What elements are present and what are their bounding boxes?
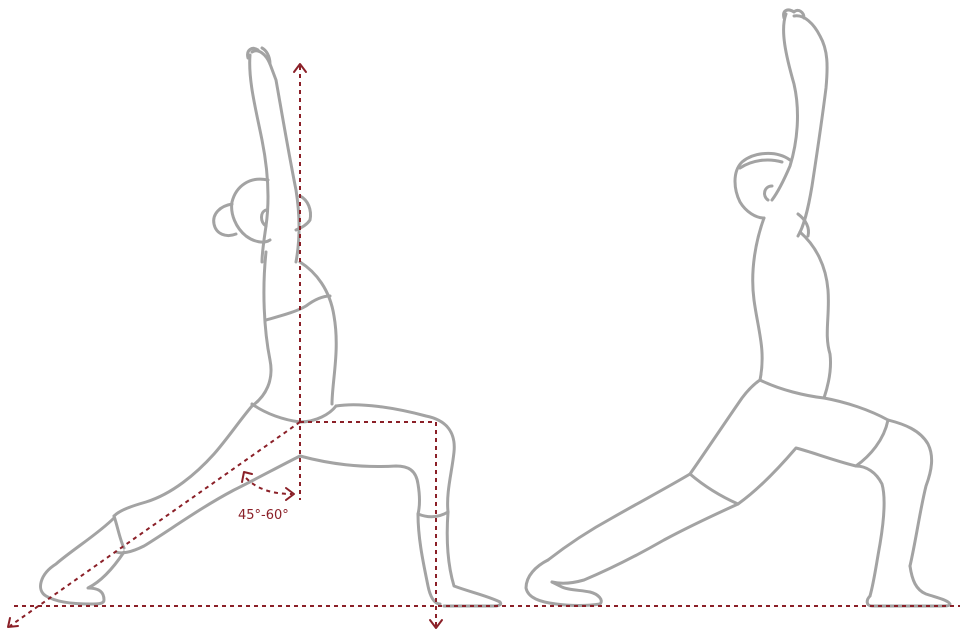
female-front	[300, 262, 336, 404]
male-front-thigh	[888, 420, 932, 566]
female-legging-hem	[418, 512, 448, 517]
male-shorts	[690, 380, 888, 504]
male-front-foot	[867, 566, 950, 606]
female-back	[252, 252, 271, 406]
male-figure	[526, 10, 950, 606]
male-front	[800, 232, 831, 398]
male-raised-arm-front	[794, 16, 827, 236]
female-waist	[252, 404, 336, 422]
male-back	[753, 218, 764, 380]
female-front-calf	[444, 512, 501, 606]
male-front-shin	[856, 466, 884, 596]
female-top-hem	[266, 296, 330, 320]
male-back-thigh	[548, 474, 690, 560]
female-back-leg-bottom	[116, 456, 300, 553]
female-raised-arm-front	[252, 51, 299, 262]
male-hair	[740, 160, 782, 168]
female-back-leg-top	[114, 406, 252, 516]
female-back-legging-hem	[114, 516, 124, 548]
female-back-foot	[41, 518, 124, 604]
male-ear	[765, 186, 772, 200]
male-raised-arm-back	[772, 14, 797, 200]
male-back-shin	[552, 504, 738, 583]
female-ear	[262, 210, 267, 226]
back-leg-guide	[10, 422, 300, 626]
female-front-thigh-under	[300, 456, 420, 514]
female-raised-arm-back	[250, 55, 268, 262]
angle-range-label: 45°-60°	[238, 508, 289, 523]
